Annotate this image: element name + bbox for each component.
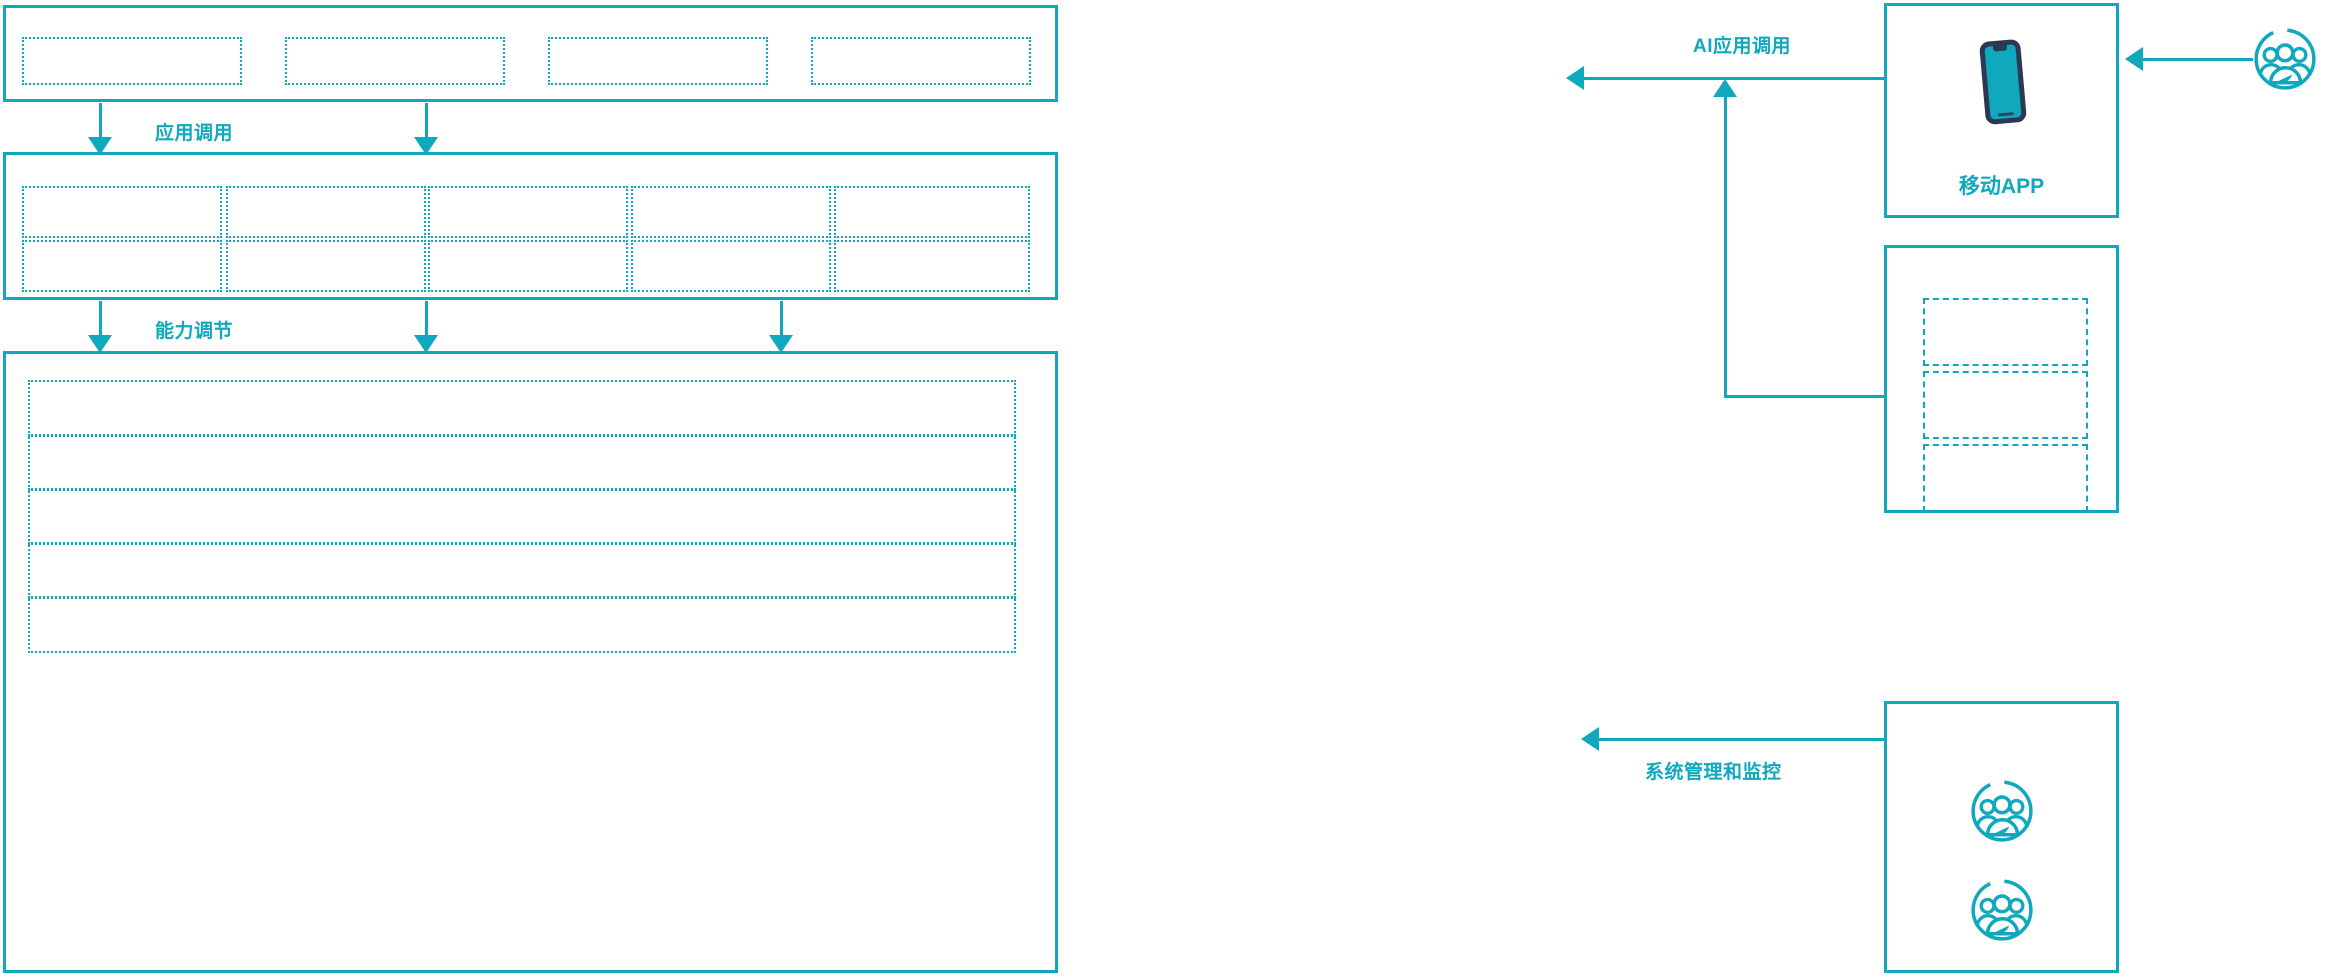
end-user-actor (2252, 26, 2318, 92)
capability-adjust-label: 能力调节 (155, 321, 234, 342)
ai-app-call-label: AI应用调用 (1693, 36, 1792, 57)
user-group-icon (1969, 778, 2035, 844)
infrastructure-layer-row[interactable] (28, 542, 1016, 599)
application-layer-cell[interactable] (22, 37, 242, 85)
app-list-item[interactable] (1923, 371, 2088, 439)
ai-app-call-arrow-head (1566, 66, 1584, 90)
infrastructure-layer-row[interactable] (28, 434, 1016, 491)
capability-adjust-arrow-1 (88, 335, 112, 353)
app-call-arrow-right (414, 137, 438, 155)
ai-app-call-horizontal-line (1584, 77, 1884, 80)
app-call-label: 应用调用 (155, 123, 234, 144)
app-list-item[interactable] (1923, 444, 2088, 512)
app-list-feed-arrow-head (1713, 79, 1737, 97)
system-mgmt-horizontal-line (1599, 738, 1884, 741)
user-group-icon (1969, 877, 2035, 943)
mobile-app-caption: 移动APP (1958, 175, 2045, 198)
capability-layer-cell[interactable] (22, 240, 222, 292)
system-mgmt-arrow-head (1581, 727, 1599, 751)
capability-layer-cell[interactable] (226, 186, 426, 238)
user-to-mobile-arrow-head (2125, 47, 2143, 71)
application-layer-cell[interactable] (285, 37, 505, 85)
capability-layer-cell[interactable] (226, 240, 426, 292)
capability-layer-cell[interactable] (631, 186, 831, 238)
capability-adjust-arrow-2 (414, 335, 438, 353)
app-list-item[interactable] (1923, 298, 2088, 366)
capability-adjust-line-2 (425, 301, 428, 337)
application-layer-cell[interactable] (548, 37, 768, 85)
capability-adjust-arrow-3 (769, 335, 793, 353)
capability-layer-cell[interactable] (631, 240, 831, 292)
infrastructure-layer-row[interactable] (28, 596, 1016, 653)
infrastructure-layer-row[interactable] (28, 488, 1016, 545)
capability-adjust-line-1 (99, 301, 102, 337)
capability-layer-panel (3, 152, 1058, 300)
mobile-phone-icon (1963, 33, 2041, 131)
infrastructure-layer-panel (3, 351, 1058, 973)
app-list-feed-horizontal-line (1724, 395, 1886, 398)
infrastructure-layer-row[interactable] (28, 380, 1016, 437)
system-mgmt-label: 系统管理和监控 (1645, 762, 1782, 783)
capability-layer-cell[interactable] (834, 186, 1030, 238)
capability-layer-cell[interactable] (22, 186, 222, 238)
capability-layer-cell[interactable] (834, 240, 1030, 292)
user-to-mobile-line (2143, 58, 2253, 61)
app-list-feed-vertical-line (1724, 95, 1727, 397)
capability-adjust-line-3 (780, 301, 783, 337)
application-layer-panel (3, 5, 1058, 102)
app-call-connector-line-left (99, 103, 102, 139)
capability-layer-cell[interactable] (428, 240, 628, 292)
capability-layer-cell[interactable] (428, 186, 628, 238)
app-call-connector-line-right (425, 103, 428, 139)
application-layer-cell[interactable] (811, 37, 1031, 85)
app-call-arrow-left (88, 137, 112, 155)
